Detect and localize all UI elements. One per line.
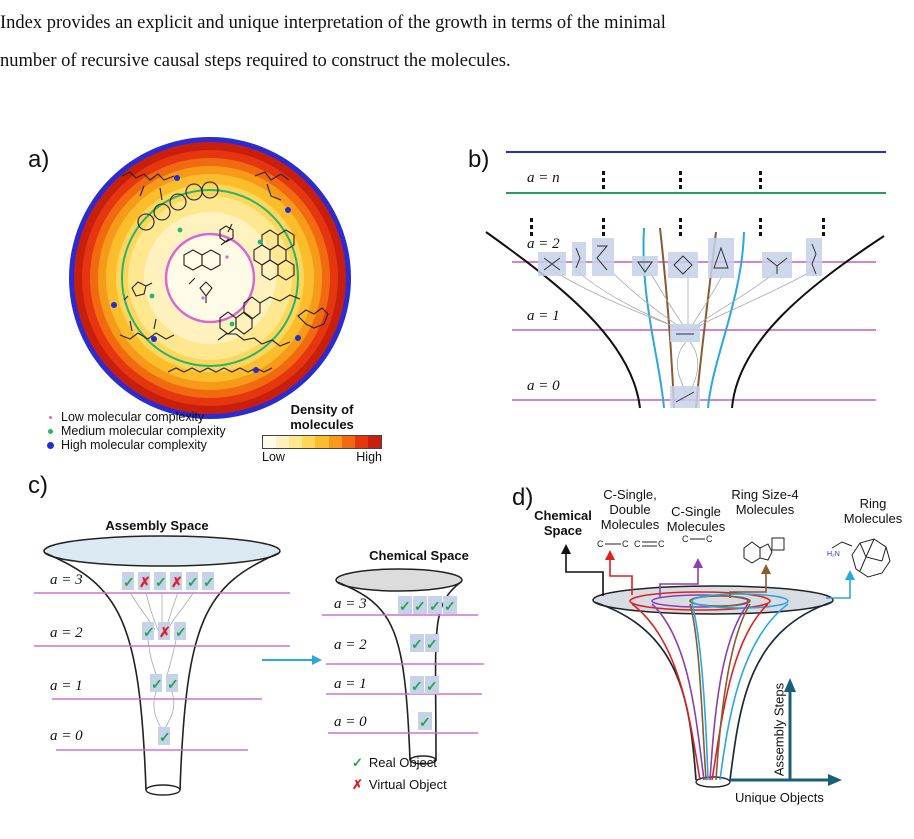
svg-text:✓: ✓ <box>167 676 179 692</box>
legend-low: Low molecular complexity <box>46 410 226 424</box>
svg-text:C: C <box>634 539 641 549</box>
svg-text:✓: ✓ <box>187 574 199 590</box>
c-level-3-label: a = 3 <box>50 572 83 588</box>
legend-high: High molecular complexity <box>46 438 226 452</box>
svg-text:✗: ✗ <box>159 624 171 640</box>
panel-a-molecules <box>119 171 329 373</box>
svg-text:✓: ✓ <box>155 574 167 590</box>
svg-text:C: C <box>682 534 689 544</box>
panel-a-letter: a) <box>28 146 50 173</box>
legend-medium-label: Medium molecular complexity <box>61 424 226 438</box>
panel-c-letter: c) <box>28 472 48 499</box>
cross-icon: ✗ <box>352 777 363 792</box>
svg-text:C: C <box>622 539 629 549</box>
svg-text:✓: ✓ <box>414 598 426 614</box>
level-0-label: a = 0 <box>527 378 560 394</box>
svg-text:H₂N: H₂N <box>827 551 840 558</box>
assembly-space-title: Assembly Space <box>105 518 209 533</box>
level-1-label: a = 1 <box>527 308 560 324</box>
density-bar <box>262 435 382 449</box>
svg-text:✓: ✓ <box>203 574 215 590</box>
density-colorbar: Density of molecules Low High <box>262 402 382 464</box>
c-level-2-label: a = 2 <box>50 625 83 641</box>
density-low-label: Low <box>262 450 285 464</box>
svg-text:✓: ✓ <box>123 574 135 590</box>
intro-line-2: number of recursive causal steps require… <box>0 51 511 71</box>
svg-text:✓: ✓ <box>399 598 411 614</box>
svg-text:✓: ✓ <box>426 678 438 694</box>
medium-dot-icon <box>48 428 53 434</box>
svg-text:✓: ✓ <box>159 729 171 745</box>
level-2-label: a = 2 <box>527 236 560 252</box>
cs-level-2-label: a = 2 <box>334 637 367 653</box>
svg-text:✓: ✓ <box>411 636 423 652</box>
chemical-space-title: Chemical Space <box>369 548 469 563</box>
virtual-object-label: Virtual Object <box>368 777 447 792</box>
density-high-label: High <box>356 450 382 464</box>
panel-a-dots <box>111 175 301 373</box>
svg-text:✓: ✓ <box>411 678 423 694</box>
cs-level-1-label: a = 1 <box>334 676 367 692</box>
ring4-label: Ring Size-4 Molecules <box>731 487 799 517</box>
panel-c-legend: ✓ Real Object ✗ Virtual Object <box>352 752 447 796</box>
panel-a-legend: Low molecular complexity Medium molecula… <box>46 410 226 452</box>
panel-b-letter: b) <box>468 146 490 173</box>
svg-text:✓: ✓ <box>444 598 456 614</box>
svg-text:✓: ✓ <box>426 636 438 652</box>
intro-paragraph: Index provides an explicit and unique in… <box>0 4 914 80</box>
c-level-1-label: a = 1 <box>50 678 83 694</box>
chemical-space-label: Chemical Space <box>534 508 592 538</box>
c-level-0-label: a = 0 <box>50 728 83 744</box>
svg-text:C: C <box>658 539 665 549</box>
svg-text:✓: ✓ <box>143 624 155 640</box>
svg-text:✓: ✓ <box>419 714 431 730</box>
svg-text:✓: ✓ <box>429 598 441 614</box>
c-single-double-label: C-Single, Double Molecules <box>600 487 660 532</box>
legend-high-label: High molecular complexity <box>61 438 207 452</box>
svg-text:C: C <box>706 534 713 544</box>
cs-level-3-label: a = 3 <box>334 596 367 612</box>
assembly-steps-axis-label: Assembly Steps <box>771 682 787 777</box>
real-object-label: Real Object <box>368 755 437 770</box>
high-dot-icon <box>47 441 54 449</box>
c-single-label: C-Single Molecules <box>666 504 726 534</box>
panel-a-disc <box>69 137 351 419</box>
svg-text:✓: ✓ <box>175 624 187 640</box>
cs-level-0-label: a = 0 <box>334 714 367 730</box>
svg-text:C: C <box>597 539 604 549</box>
panel-d-letter: d) <box>512 484 534 511</box>
legend-low-label: Low molecular complexity <box>61 410 205 424</box>
legend-medium: Medium molecular complexity <box>46 424 226 438</box>
ring-label: Ring Molecules <box>843 496 903 526</box>
low-dot-icon <box>49 415 52 419</box>
svg-text:✗: ✗ <box>139 574 151 590</box>
svg-text:✓: ✓ <box>151 676 163 692</box>
intro-line-1: Index provides an explicit and unique in… <box>0 13 666 33</box>
density-title: Density of molecules <box>290 402 354 432</box>
svg-text:✗: ✗ <box>171 574 183 590</box>
unique-objects-axis-label: Unique Objects <box>735 790 824 805</box>
level-n-label: a = n <box>527 170 560 186</box>
check-icon: ✓ <box>352 755 363 770</box>
